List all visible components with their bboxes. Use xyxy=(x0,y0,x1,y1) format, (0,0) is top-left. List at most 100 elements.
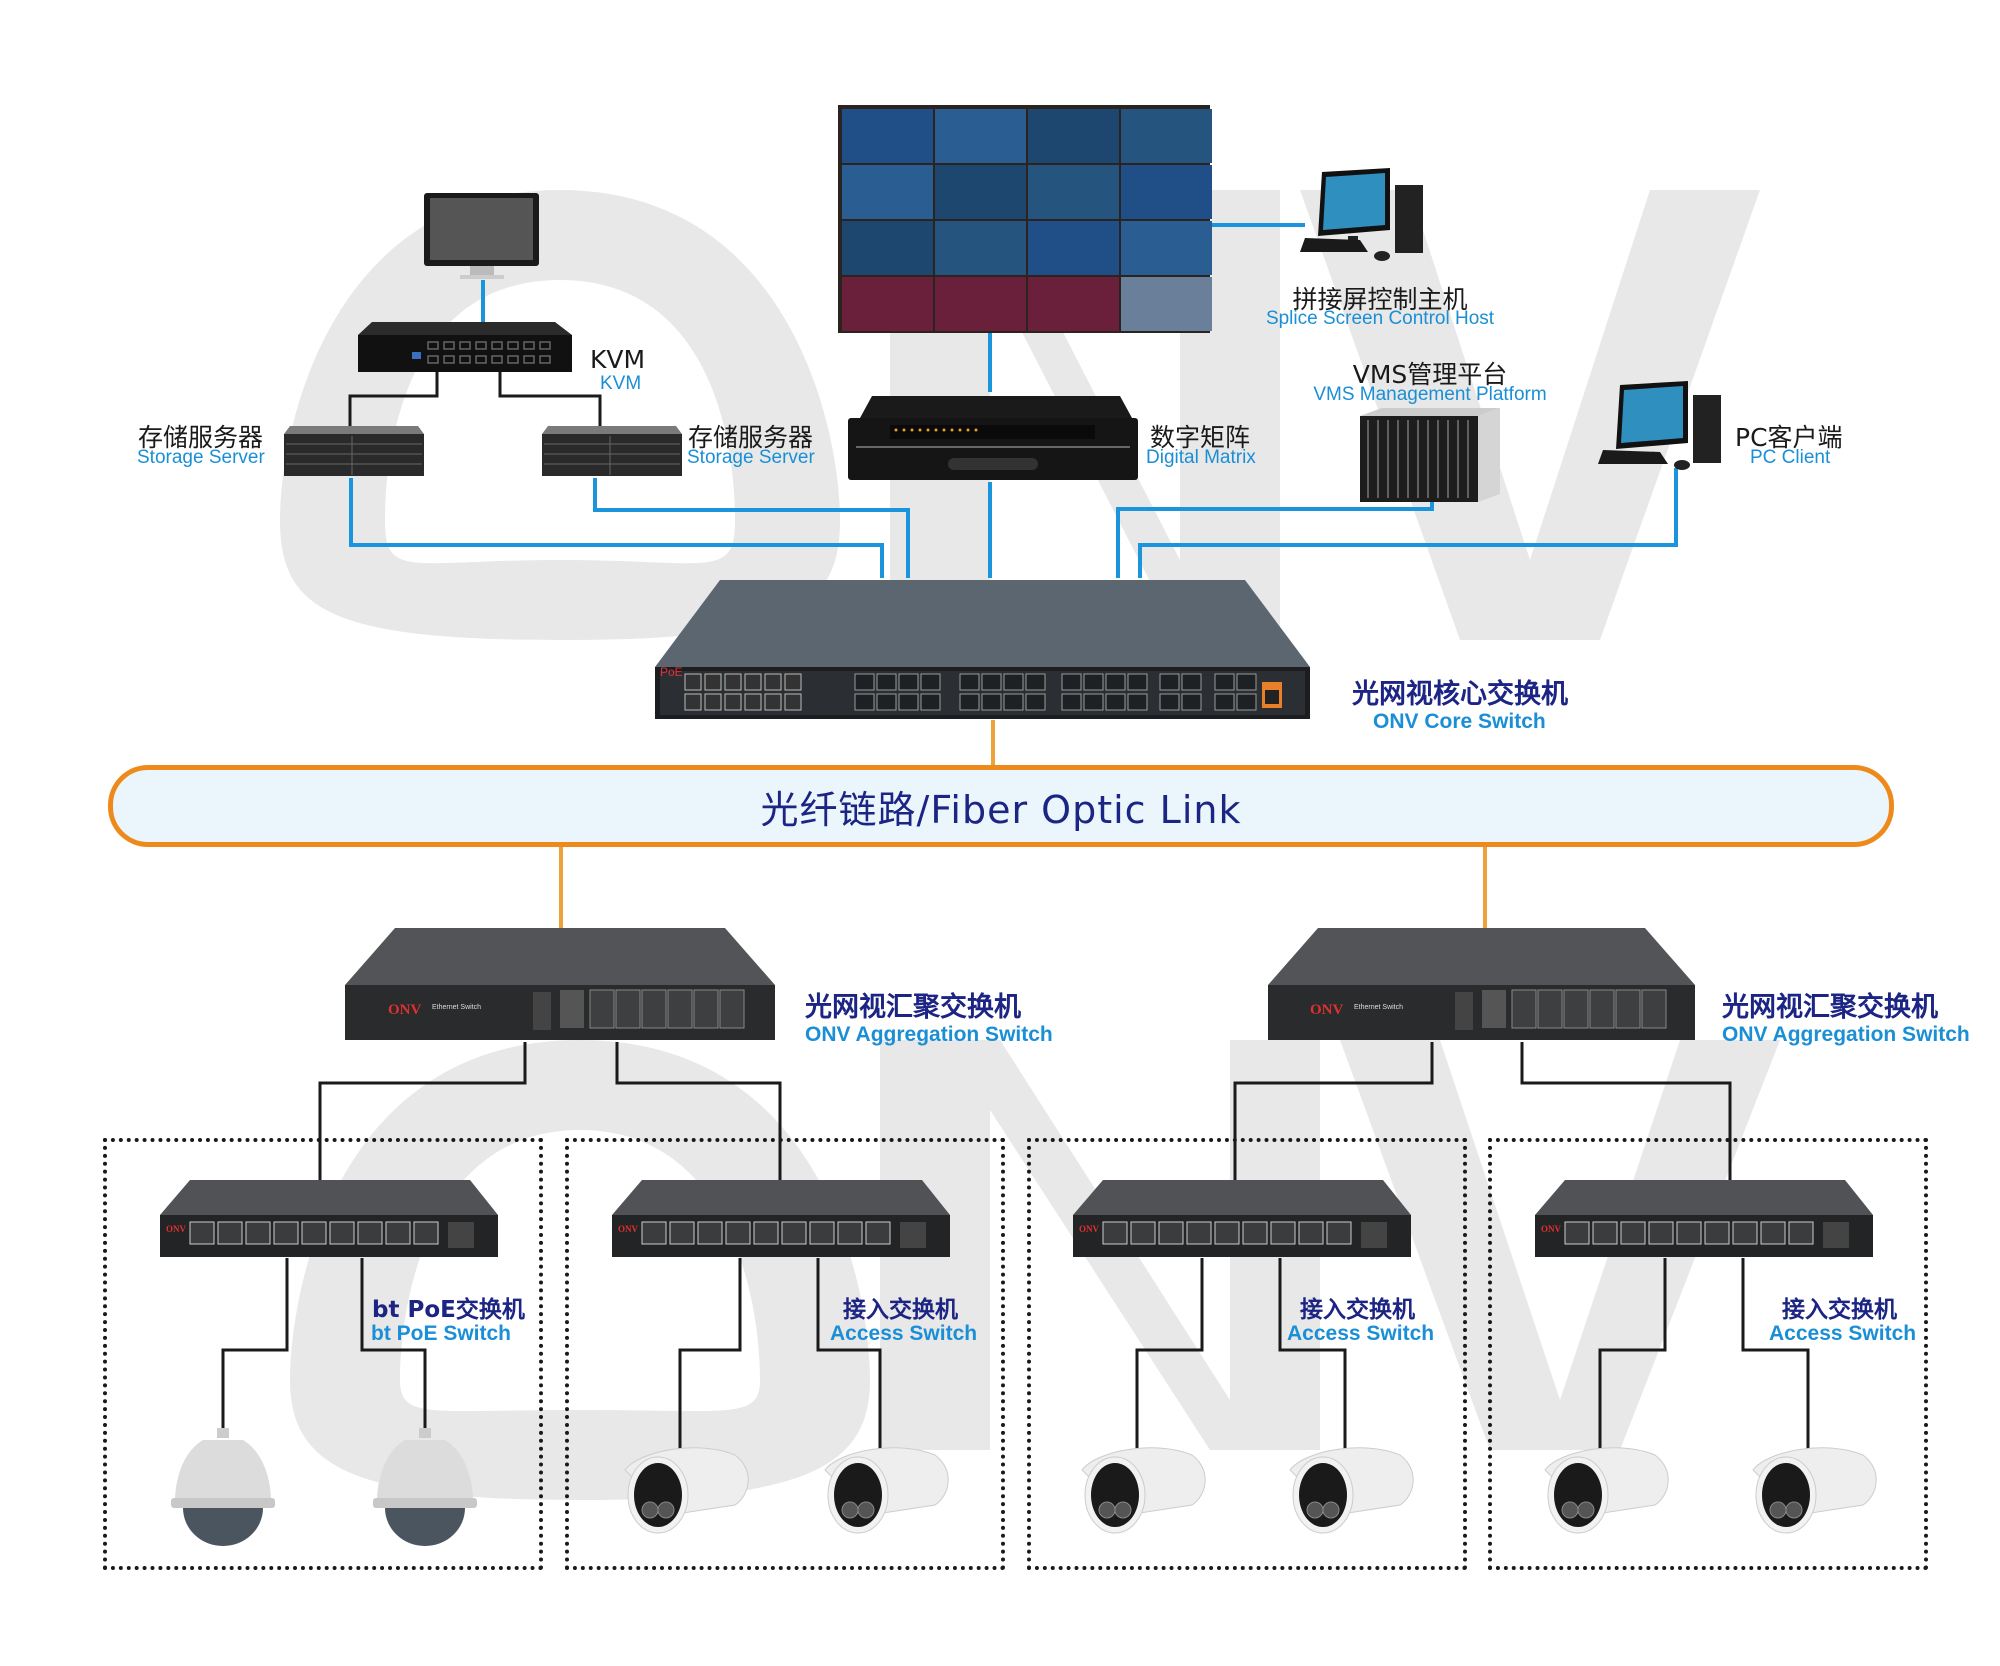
aggregation-right-label-en: ONV Aggregation Switch xyxy=(1722,1023,1970,1046)
access-2-label-en: Access Switch xyxy=(830,1322,978,1345)
link-access3-cam5 xyxy=(1135,1258,1204,1450)
rj45-port xyxy=(697,1221,723,1245)
link-agg1-access2 xyxy=(615,1042,782,1180)
sfp-port xyxy=(1003,693,1024,711)
rj45-port xyxy=(1326,1221,1352,1245)
aggregation-right-brand: ONV xyxy=(1310,1002,1344,1018)
access-4-label-cn: 接入交换机 xyxy=(1782,1297,1897,1323)
sfp-port xyxy=(1214,673,1235,691)
pc-client-label-en: PC Client xyxy=(1750,447,1831,468)
access-switch-brand: ONV xyxy=(1079,1224,1100,1234)
group-box-3 xyxy=(1027,1138,1467,1570)
access-3-label-cn: 接入交换机 xyxy=(1300,1297,1415,1323)
sfp-port xyxy=(1361,1222,1387,1248)
storage-server-right-device xyxy=(542,426,682,476)
video-wall-tile xyxy=(935,221,1026,275)
video-wall-tile xyxy=(1121,109,1212,163)
bullet-camera-5 xyxy=(1544,1447,1669,1534)
sfp-port xyxy=(898,693,919,711)
monitor-device xyxy=(424,193,539,279)
sfp-port xyxy=(1236,673,1257,691)
rj45-port xyxy=(704,693,722,711)
rj45-port xyxy=(245,1221,271,1245)
link-storage-left-core xyxy=(349,478,884,578)
sfp-port xyxy=(448,1222,474,1248)
aggregation-right-model: Ethernet Switch xyxy=(1354,1004,1404,1011)
group-box-2 xyxy=(565,1138,1005,1570)
rj45-port xyxy=(1788,1221,1814,1245)
link-access1-cam2 xyxy=(360,1258,427,1432)
video-wall-tile xyxy=(842,277,933,331)
video-wall-tile xyxy=(1121,221,1212,275)
watermark-letter-o-2 xyxy=(290,1040,870,1500)
video-wall-tile xyxy=(935,165,1026,219)
kvm-links xyxy=(348,372,602,428)
kvm-label-en: KVM xyxy=(600,373,642,394)
video-wall-tile xyxy=(935,277,1026,331)
sfp-port xyxy=(900,1222,926,1248)
sfp-port xyxy=(920,693,941,711)
access-switch-device-1: ONV xyxy=(160,1180,498,1257)
rj45-port xyxy=(744,693,762,711)
aggregation-left-label-en: ONV Aggregation Switch xyxy=(805,1023,1053,1046)
dome-camera-1 xyxy=(171,1428,275,1546)
video-wall-tile xyxy=(1028,109,1119,163)
kvm-device xyxy=(358,322,572,372)
aggregation-left-model: Ethernet Switch xyxy=(432,1004,482,1011)
video-wall-tile xyxy=(1028,165,1119,219)
sfp-port xyxy=(898,673,919,691)
aggregation-switch-left-device xyxy=(345,928,775,1040)
digital-matrix-device xyxy=(848,396,1138,480)
rj45-port xyxy=(724,673,742,691)
splice-host-label-cn: 拼接屏控制主机 xyxy=(1292,285,1468,314)
link-agg1-access1 xyxy=(318,1042,527,1180)
storage-left-label-cn: 存储服务器 xyxy=(138,423,264,452)
rj45-port xyxy=(357,1221,383,1245)
rj45-port xyxy=(1130,1221,1156,1245)
link-access2-cam3 xyxy=(678,1258,742,1450)
sfp-port xyxy=(1105,693,1126,711)
link-pc-core xyxy=(1138,468,1678,578)
rj45-port xyxy=(1270,1221,1296,1245)
storage-right-label-cn: 存储服务器 xyxy=(688,423,814,452)
rj45-port xyxy=(781,1221,807,1245)
rj45-port xyxy=(764,673,782,691)
rj45-port xyxy=(385,1221,411,1245)
rj45-port xyxy=(1242,1221,1268,1245)
video-wall-tile xyxy=(1028,277,1119,331)
kvm-label-cn: KVM xyxy=(590,345,646,374)
group-box-4 xyxy=(1488,1138,1928,1570)
rj45-port xyxy=(809,1221,835,1245)
sfp-port xyxy=(1003,673,1024,691)
bullet-camera-3 xyxy=(1081,1447,1206,1534)
rj45-port xyxy=(725,1221,751,1245)
video-wall-tile xyxy=(1121,165,1212,219)
sfp-port xyxy=(876,693,897,711)
access-2-label-cn: 接入交换机 xyxy=(843,1297,958,1323)
link-access4-cam8 xyxy=(1741,1258,1810,1450)
vms-label-en: VMS Management Platform xyxy=(1313,384,1547,405)
access-switch-brand: ONV xyxy=(618,1224,639,1234)
digital-matrix-label-cn: 数字矩阵 xyxy=(1150,423,1251,452)
rj45-port xyxy=(1592,1221,1618,1245)
splice-host-pc-device xyxy=(1300,168,1423,261)
bullet-camera-1 xyxy=(624,1447,749,1534)
rj45-port xyxy=(764,693,782,711)
digital-matrix-label-en: Digital Matrix xyxy=(1146,447,1256,468)
poe-badge: PoE xyxy=(660,665,683,679)
rj45-port xyxy=(837,1221,863,1245)
rj45-port xyxy=(273,1221,299,1245)
sfp-port xyxy=(959,673,980,691)
rj45-port xyxy=(1214,1221,1240,1245)
sfp-port xyxy=(854,673,875,691)
video-wall-tile xyxy=(1028,221,1119,275)
blue-links xyxy=(349,223,1678,578)
sfp-port xyxy=(1159,673,1180,691)
sfp-port xyxy=(920,673,941,691)
rj45-port xyxy=(1676,1221,1702,1245)
rj45-port xyxy=(1704,1221,1730,1245)
rj45-port xyxy=(1186,1221,1212,1245)
storage-left-label-en: Storage Server xyxy=(137,447,265,468)
rj45-port xyxy=(1158,1221,1184,1245)
link-access1-cam1 xyxy=(221,1258,289,1432)
